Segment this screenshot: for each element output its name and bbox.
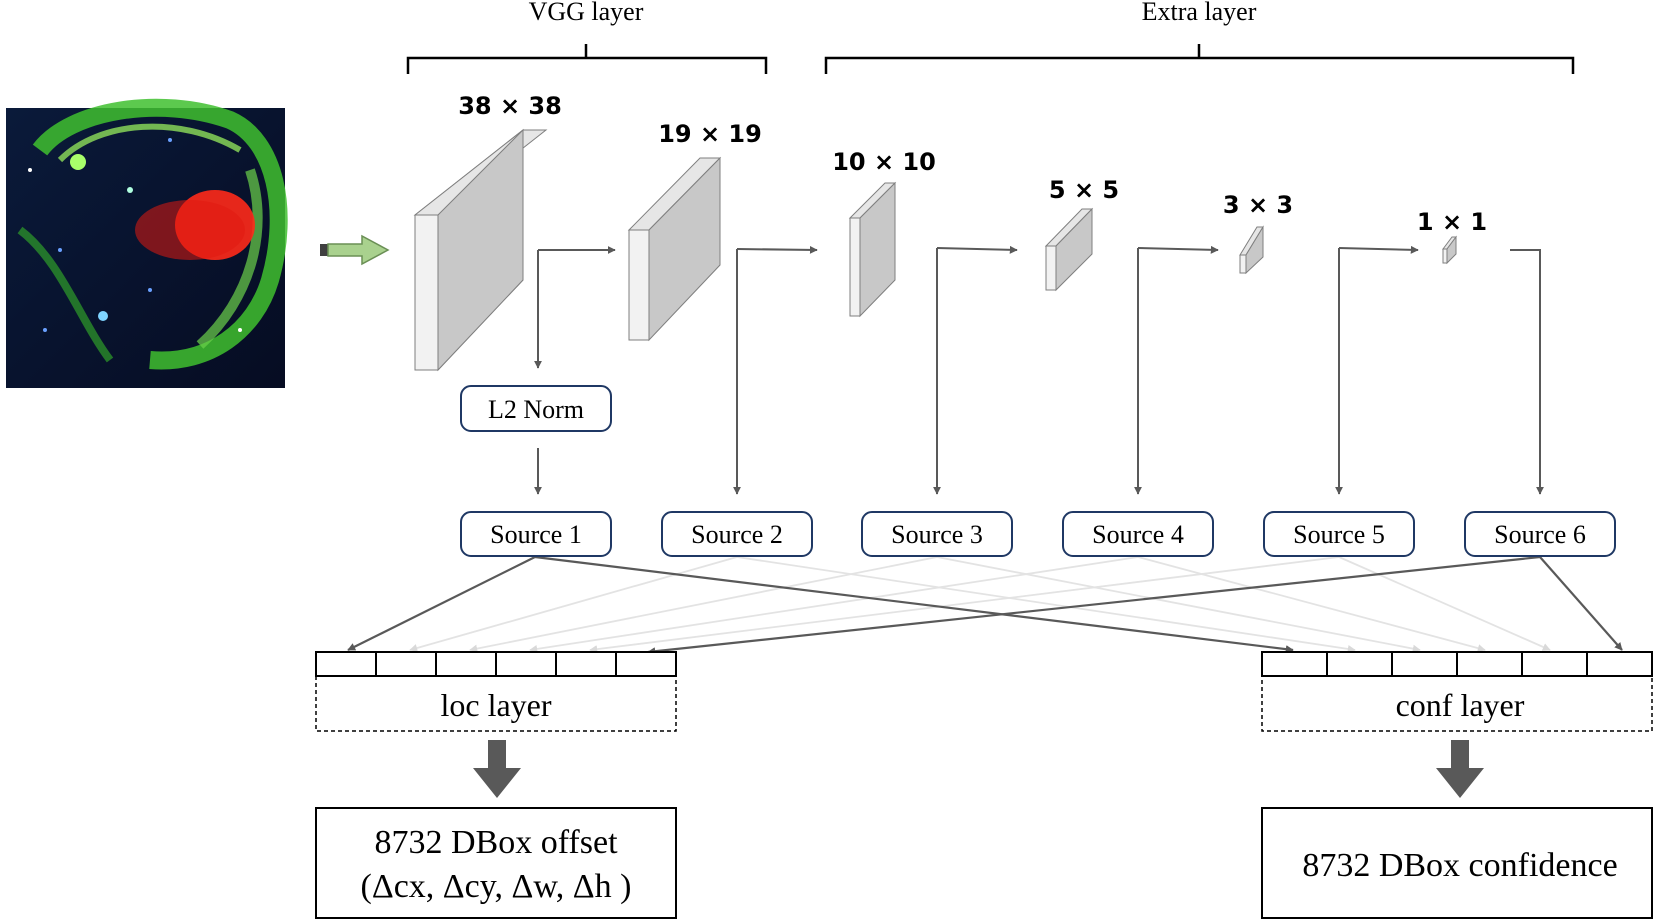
connector-arrows [534, 245, 1544, 495]
feature-map-5-size: 5 × 5 [1049, 176, 1119, 204]
loc-output-line1: 8732 DBox offset [374, 824, 618, 861]
conf-output-line1: 8732 DBox confidence [1302, 847, 1617, 884]
l2-norm-box: L2 Norm [460, 385, 612, 432]
source-2-label: Source 2 [691, 520, 783, 549]
feature-map-19: 19 × 19 [627, 120, 762, 342]
input-arrow [320, 234, 390, 266]
loc-output-arrow [473, 740, 521, 798]
source-box-2: Source 2 [661, 511, 813, 557]
source-box-1: Source 1 [460, 511, 612, 557]
loc-layer: loc layer [315, 651, 677, 732]
feature-map-10: 10 × 10 [832, 148, 936, 318]
loc-layer-label: loc layer [440, 687, 551, 723]
feature-map-19-size: 19 × 19 [658, 120, 762, 148]
conf-output-arrow [1436, 740, 1484, 798]
feature-map-5: 5 × 5 [1044, 176, 1119, 292]
source-3-label: Source 3 [891, 520, 983, 549]
source-6-label: Source 6 [1494, 520, 1586, 549]
source-box-3: Source 3 [861, 511, 1013, 557]
source-box-5: Source 5 [1263, 511, 1415, 557]
feature-map-10-size: 10 × 10 [832, 148, 936, 176]
conf-output-box: 8732 DBox confidence [1261, 807, 1653, 919]
source-box-6: Source 6 [1464, 511, 1616, 557]
loc-output-line2: (Δcx, Δcy, Δw, Δh ) [361, 868, 632, 905]
feature-map-38-size: 38 × 38 [458, 92, 562, 120]
vgg-layer-bracket: VGG layer [406, 0, 768, 74]
faint-cross-arrows [409, 556, 1551, 654]
feature-map-3: 3 × 3 [1223, 191, 1293, 275]
l2-norm-label: L2 Norm [488, 395, 584, 424]
input-image [6, 98, 288, 388]
source-4-label: Source 4 [1092, 520, 1184, 549]
source-box-4: Source 4 [1062, 511, 1214, 557]
vgg-layer-label: VGG layer [529, 0, 644, 26]
feature-map-1-size: 1 × 1 [1417, 208, 1487, 236]
extra-layer-label: Extra layer [1142, 0, 1257, 26]
source-1-label: Source 1 [490, 520, 582, 549]
source-5-label: Source 5 [1293, 520, 1385, 549]
loc-output-box: 8732 DBox offset (Δcx, Δcy, Δw, Δh ) [315, 807, 677, 919]
conf-layer: conf layer [1261, 651, 1653, 732]
feature-map-1: 1 × 1 [1417, 208, 1487, 265]
dark-cross-arrows [347, 555, 1623, 656]
extra-layer-bracket: Extra layer [824, 0, 1575, 74]
feature-map-38: 38 × 38 [413, 92, 562, 372]
feature-map-3-size: 3 × 3 [1223, 191, 1293, 219]
conf-layer-label: conf layer [1396, 687, 1525, 723]
